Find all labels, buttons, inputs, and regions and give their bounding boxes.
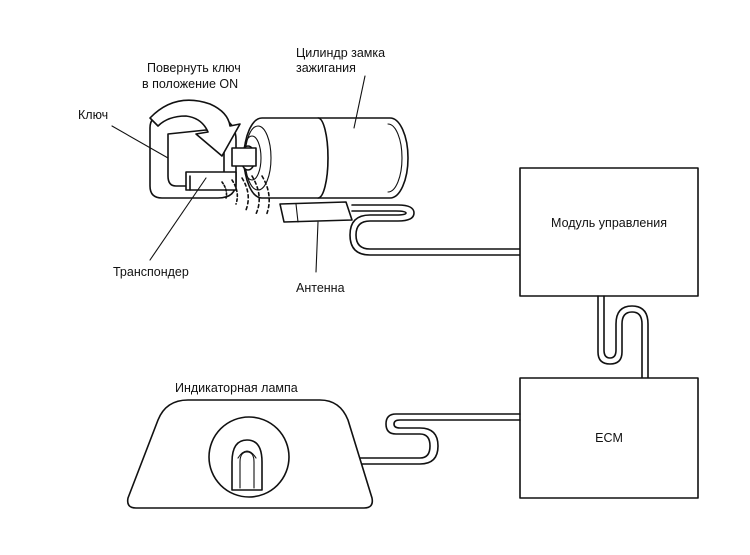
label-turn-key-line2: в положение ON xyxy=(142,77,238,91)
label-ignition-cylinder-line1: Цилиндр замка xyxy=(296,46,385,60)
label-key: Ключ xyxy=(78,108,108,122)
label-transponder: Транспондер xyxy=(113,265,189,279)
wire-module-to-ecm xyxy=(597,295,649,379)
ecm-box xyxy=(519,377,699,499)
label-ignition-cylinder-line2: зажигания xyxy=(296,61,356,75)
wire-ecm-to-lamp xyxy=(354,413,521,465)
label-control-module: Модуль управления xyxy=(551,216,667,230)
wire-antenna-to-module xyxy=(349,204,521,256)
control-module-box xyxy=(519,167,699,297)
ignition-cylinder xyxy=(240,117,409,199)
radio-waves xyxy=(221,175,270,217)
label-antenna: Антенна xyxy=(296,281,345,295)
label-ecm: ECM xyxy=(595,431,623,445)
label-indicator-lamp: Индикаторная лампа xyxy=(175,381,298,395)
leader-lines xyxy=(111,75,366,273)
antenna xyxy=(279,201,353,223)
transponder-chip xyxy=(185,171,237,191)
rotation-arrow xyxy=(149,99,241,157)
label-turn-key-line1: Повернуть ключ xyxy=(147,61,241,75)
indicator-lamp xyxy=(126,399,374,509)
